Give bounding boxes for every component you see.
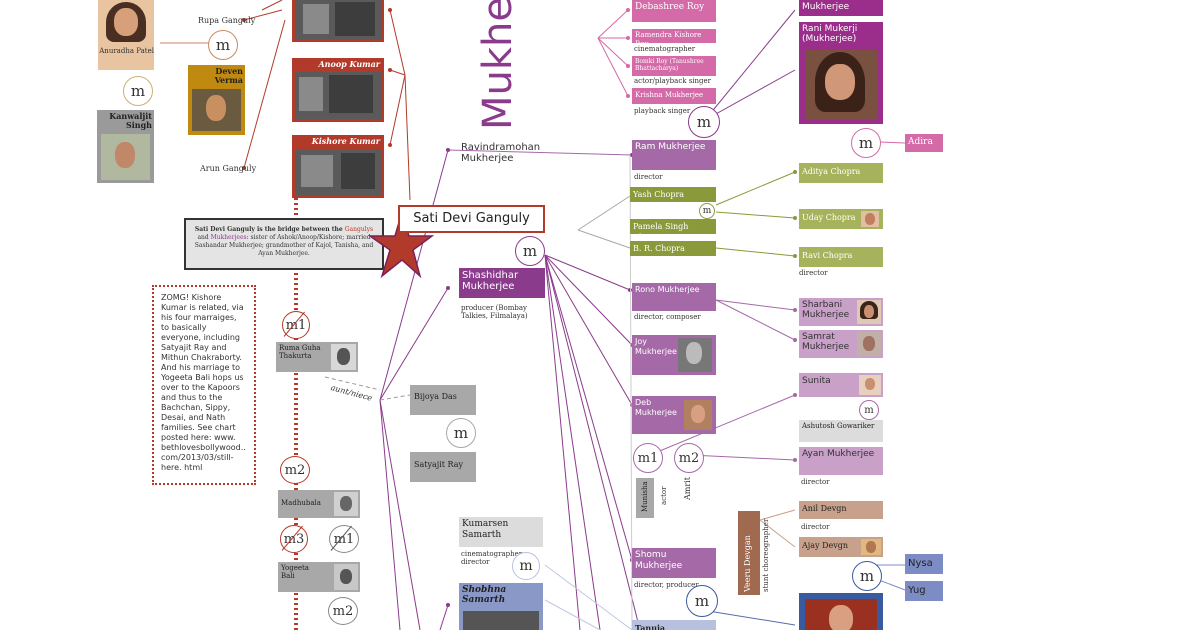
marriage-marker: m (208, 30, 238, 60)
ramendra-role: cinematographer (634, 45, 696, 53)
link-arun (243, 19, 286, 169)
sati-devi-ganguly-box: Sati Devi Ganguly (398, 205, 545, 233)
deven-verma-card: Deven Verma (188, 65, 245, 135)
zomg-note: ZOMG! Kishore Kumar is related, via his … (152, 285, 256, 485)
m2-marker: m2 (674, 443, 704, 473)
link-rupa (243, 9, 283, 21)
m1-marker: m1 (633, 443, 663, 473)
uday-chopra-card: Uday Chopra (799, 209, 883, 229)
rupa-ganguly-label: Rupa Ganguly (198, 16, 256, 25)
satyajit-ray-card: Satyajit Ray (410, 452, 476, 482)
munisha-label: Munisha (641, 481, 649, 512)
mukherjee-vertical-title: Mukher (475, 0, 521, 130)
sunita-card: Sunita (799, 373, 883, 397)
anuradha-patel-label: Anuradha Patel (99, 47, 154, 55)
tanuja-card: Tanuja (632, 620, 716, 630)
sharbani-mukherjee-card: Sharbani Mukherjee (799, 298, 883, 326)
madhubala-card: Madhubala (278, 490, 360, 518)
veeru-devgan-role: stunt choreographer (762, 518, 770, 592)
yug-card: Yug (905, 581, 943, 601)
m1-marker-second: m1 (329, 525, 359, 553)
marriage-marker: m (686, 585, 718, 617)
samrat-mukherjee-card: Samrat Mukherjee (799, 330, 883, 358)
ayan-mukherjee-card: Ayan Mukherjee (799, 447, 883, 475)
sati-devi-note: Sati Devi Ganguly is the bridge between … (184, 218, 384, 270)
krishna-role: playback singer (634, 107, 691, 115)
ram-role: director (634, 173, 663, 181)
kishore-kumar-card: Kishore Kumar (292, 135, 384, 198)
ruma-guha-thakurta-card: Ruma Guha Thakurta (276, 342, 358, 372)
anil-devgn-card: Anil Devgn (799, 501, 883, 519)
rani-mukerji-photo (805, 50, 877, 120)
rani-mukerji-card: Rani Mukerji (Mukherjee) (799, 22, 883, 124)
marriage-marker: m (851, 128, 881, 158)
marriage-marker: m (859, 400, 879, 420)
yogeeta-bali-card: Yogeeta Bali (278, 562, 360, 592)
ravi-chopra-role: director (799, 269, 828, 277)
rono-role: director, composer (634, 313, 701, 321)
marriage-marker: m (123, 76, 153, 106)
kanwaljit-singh-card: Kanwaljit Singh (97, 110, 154, 183)
shobhna-samarth-card: Shobhna Samarth (459, 583, 543, 630)
m3-marker: m3 (280, 525, 308, 553)
actor-label: actor (660, 486, 668, 505)
anuradha-patel-photo (98, 0, 154, 70)
marriage-marker: m (512, 552, 540, 580)
ram-mukherjee-card: Ram Mukherjee (632, 140, 716, 170)
veeru-devgan-label: Veeru Devgan (743, 535, 752, 592)
veeru-devgan-bar (738, 511, 760, 595)
nysa-card: Nysa (905, 554, 943, 574)
ashutosh-gowariker-card: Ashutosh Gowariker (799, 420, 883, 442)
arun-ganguly-label: Arun Ganguly (200, 164, 257, 173)
krishna-mukherjee-card: Krishna Mukherjee (632, 88, 716, 104)
m1-marker: m1 (282, 311, 310, 339)
bomki-role: actor/playback singer (634, 77, 712, 85)
shashidhar-mukherjee-card: Shashidhar Mukherjee (459, 268, 545, 298)
m2-marker: m2 (280, 456, 310, 484)
bottom-right-actress-photo (799, 593, 883, 630)
ganguly-top-film-card (292, 0, 384, 42)
ajay-devgn-card: Ajay Devgn (799, 537, 883, 557)
pamela-singh-chopra-card: Pamela Singh Chopra (630, 219, 716, 234)
ramendra-kishore-roy-card: Ramendra Kishore Roy (632, 29, 716, 43)
anoop-kumar-card: Anoop Kumar (292, 58, 384, 122)
marriage-marker: m (446, 418, 476, 448)
anil-devgn-role: director (801, 523, 830, 531)
ravindramohan-label: Ravindramohan Mukherjee (461, 142, 541, 164)
top-right-mukherjee-card: Mukherjee (799, 0, 883, 16)
aditya-chopra-card: Aditya Chopra (799, 163, 883, 183)
bijoya-das-card: Bijoya Das (410, 385, 476, 415)
deven-verma-photo (192, 89, 241, 131)
kanwaljit-singh-photo (101, 134, 150, 180)
munisha-box (636, 478, 654, 518)
ravi-chopra-card: Ravi Chopra (799, 247, 883, 267)
kumarsen-role: cinematographer, director (461, 550, 524, 566)
kumarsen-samarth-card: Kumarsen Samarth (459, 517, 543, 547)
yash-chopra-card: Yash Chopra (630, 187, 716, 202)
bomki-roy-card: Bomki Roy (Tanushree Bhattacharya) (632, 56, 716, 76)
marriage-marker: m (688, 106, 720, 138)
rono-mukherjee-card: Rono Mukherjee (632, 283, 716, 311)
ayan-role: director (801, 478, 830, 486)
marriage-marker: m (852, 561, 882, 591)
marriage-marker: m (515, 236, 545, 266)
shomu-role: director, producer (634, 581, 699, 589)
star-icon (368, 210, 434, 279)
shashidhar-role: producer (Bombay Talkies, Filmalaya) (461, 304, 528, 320)
adira-card: Adira (905, 134, 943, 152)
shomu-mukherjee-card: Shomu Mukherjee (632, 548, 716, 578)
joy-mukherjee-card: Joy Mukherjee (632, 335, 716, 375)
br-chopra-card: B. R. Chopra (630, 241, 716, 256)
deb-mukherjee-card: Deb Mukherjee (632, 396, 716, 434)
m2-marker-second: m2 (328, 597, 358, 625)
debashree-roy-card: Debashree Roy (632, 0, 716, 22)
marriage-marker: m (699, 203, 715, 219)
amrit-label: Amrit (683, 477, 692, 500)
